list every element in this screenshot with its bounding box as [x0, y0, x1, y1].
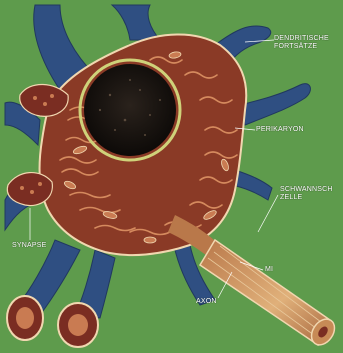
label-dendrites-line2: FORTSÄTZE	[274, 43, 329, 51]
label-dendrites: DENDRITISCHE FORTSÄTZE	[274, 35, 329, 51]
label-dendrites-line1: DENDRITISCHE	[274, 35, 329, 43]
synapse-bouton-upper	[20, 84, 68, 116]
label-schwann-line1: SCHWANNSCH	[280, 186, 333, 194]
label-synapse: SYNAPSE	[12, 242, 46, 250]
label-axon: AXON	[196, 298, 217, 306]
label-mi: MI	[265, 266, 273, 274]
label-perikaryon: PERIKARYON	[256, 126, 304, 134]
label-schwann-line2: ZELLE	[280, 194, 333, 202]
label-schwann-cell: SCHWANNSCH ZELLE	[280, 186, 333, 202]
nucleus	[84, 64, 176, 156]
